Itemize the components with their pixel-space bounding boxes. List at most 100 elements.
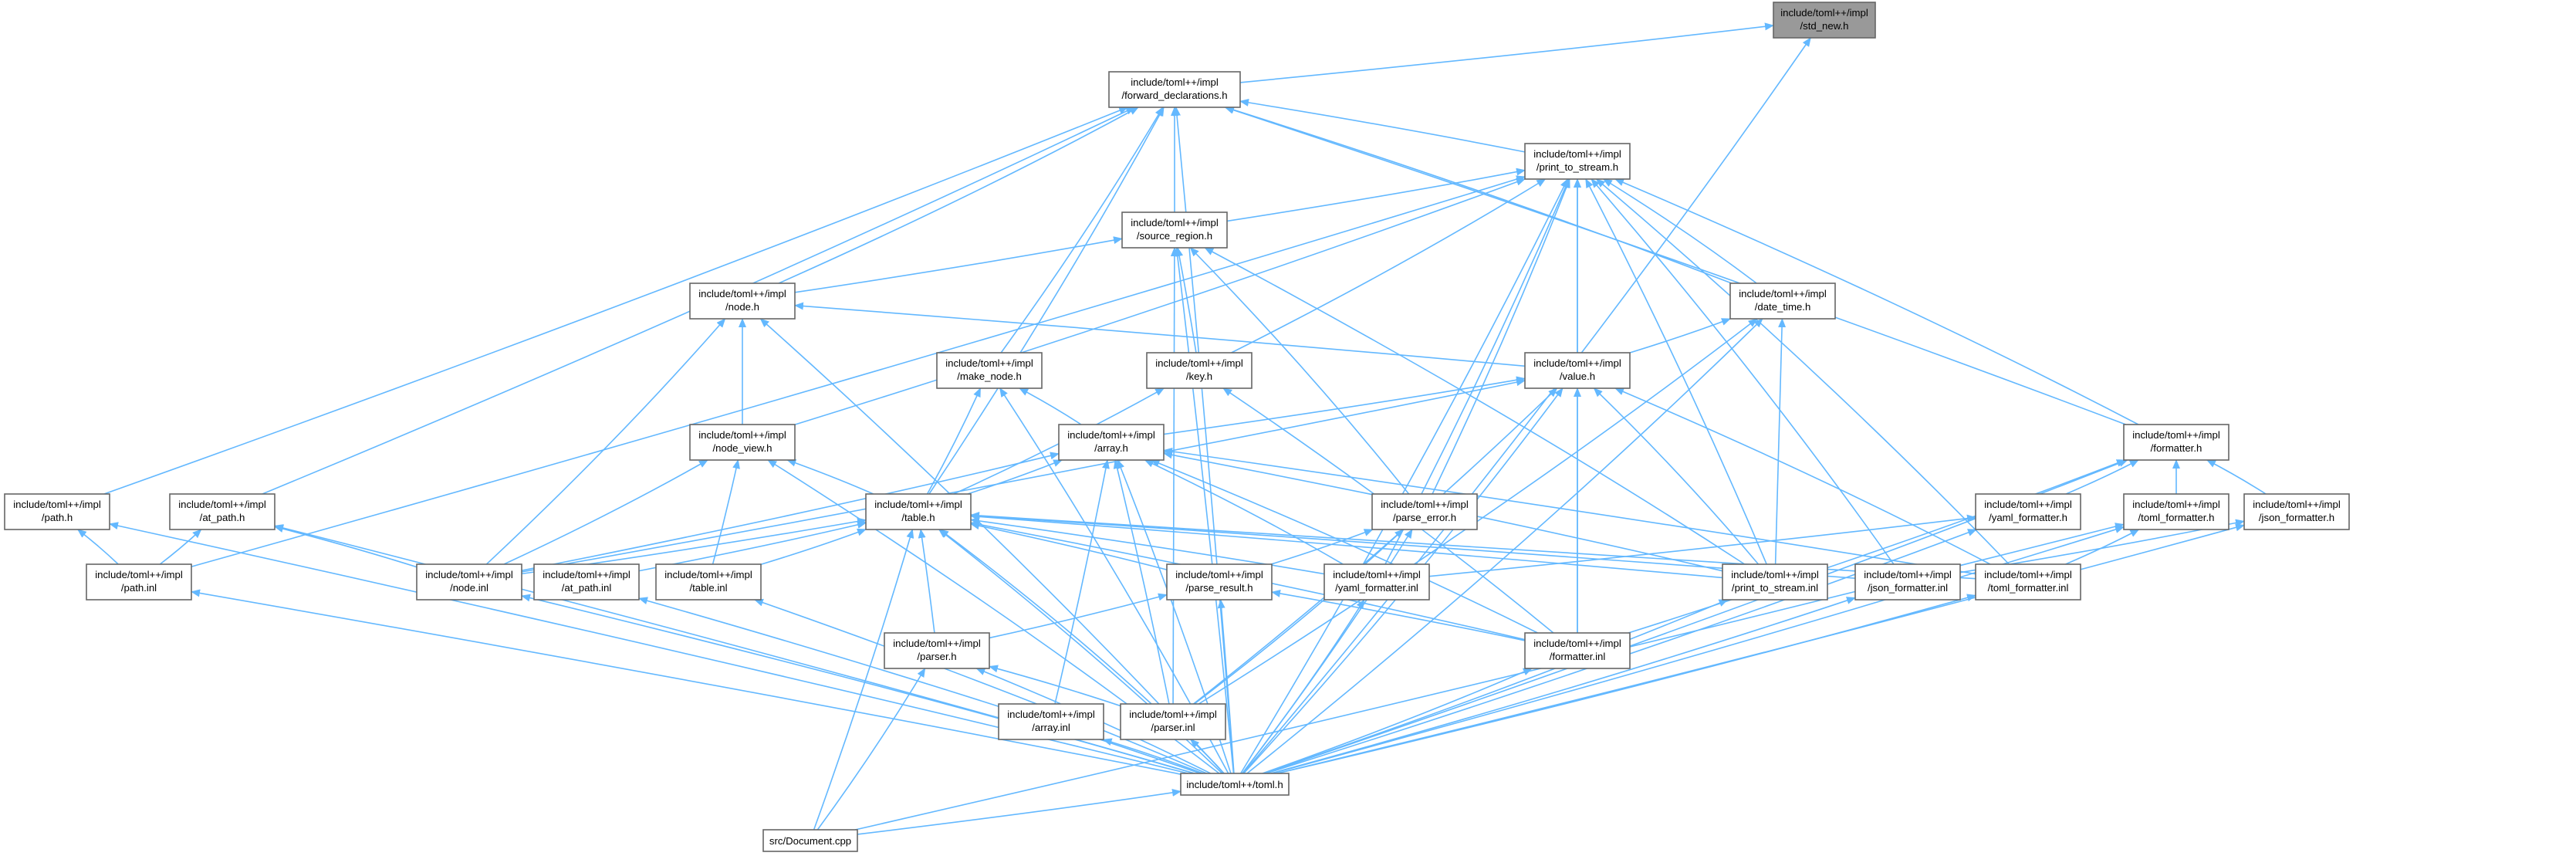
- edge-toml_h-to-array_inl: [1102, 738, 1204, 774]
- node-label-line: include/toml++/impl: [1739, 288, 1827, 299]
- edge-formatter_inl-to-parse_result: [1271, 590, 1526, 641]
- node-label-line: /json_formatter.h: [2259, 512, 2334, 523]
- node-array-h[interactable]: include/toml++/impl/array.h: [1058, 424, 1165, 461]
- edge-array_inl-to-array_h: [1054, 459, 1110, 705]
- edge-print_inl-to-value_h: [1593, 387, 1760, 565]
- node-label-line: include/toml++/impl: [95, 569, 183, 580]
- edge-toml_h-to-toml_fmt_inl: [1276, 594, 1976, 774]
- edge-toml_h-to-yaml_fmt_inl: [1242, 599, 1365, 774]
- edge-date_time-to-print_stream: [1602, 178, 1757, 284]
- node-yaml-fmt-h[interactable]: include/toml++/impl/yaml_formatter.h: [1975, 493, 2081, 530]
- node-table-h[interactable]: include/toml++/impl/table.h: [865, 493, 972, 530]
- node-toml-fmt-h[interactable]: include/toml++/impl/toml_formatter.h: [2123, 493, 2229, 530]
- edge-table_h-to-fwd_decl: [928, 107, 1165, 495]
- node-label-line: include/toml++/impl: [178, 499, 266, 510]
- node-label-line: include/toml++/impl: [698, 288, 786, 299]
- edge-node_h-to-fwd_decl: [778, 107, 1139, 284]
- node-table-inl[interactable]: include/toml++/impl/table.inl: [655, 563, 762, 601]
- edge-node_inl-to-array_h: [521, 452, 1060, 571]
- edge-value_h-to-date_time: [1629, 318, 1731, 354]
- node-label-line: include/toml++/impl: [1131, 217, 1219, 228]
- edge-path_inl-to-at_path_h: [159, 529, 202, 565]
- edge-table_h-to-node_view: [786, 459, 874, 495]
- node-label-line: /forward_declarations.h: [1121, 90, 1227, 101]
- node-label-line: include/toml++/impl: [1533, 148, 1621, 160]
- node-print-inl[interactable]: include/toml++/impl/print_to_stream.inl: [1722, 563, 1828, 601]
- node-label-line: /formatter.inl: [1550, 651, 1606, 662]
- edge-parse_error-to-source_region: [1189, 247, 1410, 495]
- node-label-line: include/toml++/impl: [1007, 709, 1095, 720]
- edge-toml_fmt_inl-to-print_stream: [1595, 178, 2010, 565]
- edge-toml_h-to-formatter_inl: [1262, 668, 1533, 774]
- node-box: [689, 424, 796, 461]
- edge-toml_h-to-at_path_inl: [638, 597, 1201, 774]
- node-formatter-inl[interactable]: include/toml++/impl/formatter.inl: [1524, 632, 1631, 669]
- node-box: [1773, 2, 1876, 39]
- node-yaml-fmt-inl[interactable]: include/toml++/impl/yaml_formatter.inl: [1323, 563, 1430, 601]
- node-parse-result[interactable]: include/toml++/impl/parse_result.h: [1166, 563, 1273, 601]
- node-make-node[interactable]: include/toml++/impl/make_node.h: [936, 352, 1043, 389]
- node-box: [2123, 493, 2229, 530]
- node-document-cpp[interactable]: src/Document.cpp: [762, 829, 858, 852]
- node-parser-h[interactable]: include/toml++/impl/parser.h: [884, 632, 990, 669]
- node-json-fmt-h[interactable]: include/toml++/impl/json_formatter.h: [2243, 493, 2350, 530]
- node-box: [936, 352, 1043, 389]
- node-label-line: /parser.inl: [1151, 722, 1195, 733]
- edge-table_h-to-array_h: [967, 459, 1063, 495]
- edge-formatter_h-to-fwd_decl: [1224, 106, 2126, 425]
- node-parser-inl[interactable]: include/toml++/impl/parser.inl: [1120, 703, 1226, 740]
- node-label-line: include/toml++/impl: [893, 638, 981, 649]
- node-at-path-inl[interactable]: include/toml++/impl/at_path.inl: [533, 563, 640, 601]
- node-path-h[interactable]: include/toml++/impl/path.h: [4, 493, 110, 530]
- edge-node_view-to-print_stream: [794, 178, 1526, 425]
- edge-parser_inl-to-parse_error: [1194, 529, 1405, 705]
- node-path-inl[interactable]: include/toml++/impl/path.inl: [86, 563, 192, 601]
- node-label-line: /print_to_stream.h: [1536, 161, 1618, 173]
- edge-parser_inl-to-date_time: [1198, 318, 1758, 705]
- node-box: [689, 283, 796, 320]
- node-std-new[interactable]: include/toml++/impl/std_new.h: [1773, 2, 1876, 39]
- node-array-inl[interactable]: include/toml++/impl/array.inl: [998, 703, 1104, 740]
- node-key-h[interactable]: include/toml++/impl/key.h: [1146, 352, 1253, 389]
- edge-toml_h-to-toml_fmt_h: [1272, 526, 2125, 774]
- node-box: [2123, 424, 2229, 461]
- node-label-line: /source_region.h: [1137, 230, 1212, 242]
- edge-table_inl-to-node_view: [712, 459, 740, 565]
- edge-formatter_inl-to-formatter_h: [1628, 459, 2126, 634]
- node-node-view[interactable]: include/toml++/impl/node_view.h: [689, 424, 796, 461]
- node-label-line: /table.inl: [689, 582, 727, 594]
- edge-array_h-to-make_node: [1019, 387, 1082, 425]
- node-toml-h[interactable]: include/toml++/toml.h: [1180, 773, 1290, 796]
- node-date-time[interactable]: include/toml++/impl/date_time.h: [1729, 283, 1836, 320]
- edge-print_inl-to-table_h: [970, 513, 1723, 579]
- node-box: [1854, 563, 1961, 601]
- edge-path_inl-to-path_h: [77, 529, 119, 565]
- edge-parser_inl-to-source_region: [1170, 247, 1178, 705]
- node-label-line: /yaml_formatter.h: [1989, 512, 2067, 523]
- node-source-region[interactable]: include/toml++/impl/source_region.h: [1121, 211, 1228, 249]
- node-box: [1975, 563, 2081, 601]
- node-toml-fmt-inl[interactable]: include/toml++/impl/toml_formatter.inl: [1975, 563, 2081, 601]
- node-node-inl[interactable]: include/toml++/impl/node.inl: [416, 563, 522, 601]
- edge-fwd_decl-to-std_new: [1239, 22, 1774, 83]
- edge-toml_h-to-path_inl: [191, 589, 1182, 775]
- node-label-line: include/toml++/impl: [2132, 499, 2220, 510]
- node-value-h[interactable]: include/toml++/impl/value.h: [1524, 352, 1631, 389]
- node-box: [1371, 493, 1478, 530]
- node-at-path-h[interactable]: include/toml++/impl/at_path.h: [169, 493, 276, 530]
- node-fwd-decl[interactable]: include/toml++/impl/forward_declarations…: [1108, 71, 1241, 108]
- node-json-fmt-inl[interactable]: include/toml++/impl/json_formatter.inl: [1854, 563, 1961, 601]
- node-label-line: include/toml++/impl: [13, 499, 101, 510]
- node-label-line: /node_view.h: [713, 442, 772, 454]
- node-label-line: include/toml++/impl: [874, 499, 962, 510]
- node-print-stream[interactable]: include/toml++/impl/print_to_stream.h: [1524, 143, 1631, 180]
- node-node-h[interactable]: include/toml++/impl/node.h: [689, 283, 796, 320]
- node-box: [1166, 563, 1273, 601]
- node-label-line: /array.inl: [1032, 722, 1070, 733]
- edge-toml_fmt_inl-to-toml_fmt_h: [2065, 529, 2140, 565]
- edge-toml_h-to-node_inl: [521, 594, 1195, 774]
- node-formatter-h[interactable]: include/toml++/impl/formatter.h: [2123, 424, 2229, 461]
- node-parse-error[interactable]: include/toml++/impl/parse_error.h: [1371, 493, 1478, 530]
- node-box: [1524, 632, 1631, 669]
- node-label-line: /formatter.h: [2151, 442, 2202, 454]
